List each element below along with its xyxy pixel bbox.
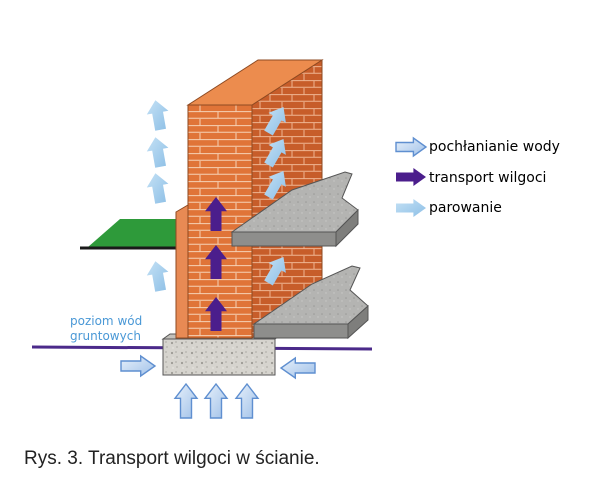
moisture-transport-arrow bbox=[205, 197, 227, 231]
absorption-arrow bbox=[173, 382, 199, 419]
evaporation-arrow bbox=[146, 137, 169, 168]
evaporation-arrow bbox=[264, 171, 286, 200]
groundwater-label-line2: gruntowych bbox=[70, 329, 141, 343]
legend: pochłanianie wody transport wilgoci paro… bbox=[395, 136, 560, 217]
groundwater-label: poziom wód gruntowych bbox=[70, 314, 142, 343]
evaporation-arrow bbox=[146, 173, 169, 204]
legend-icons bbox=[395, 136, 428, 217]
moisture-transport-arrow bbox=[205, 245, 227, 279]
absorption-arrows bbox=[120, 354, 316, 419]
absorption-arrow bbox=[120, 354, 157, 378]
moisture-transport-arrows bbox=[205, 197, 227, 331]
evaporation-arrows bbox=[146, 100, 286, 292]
evaporation-arrow bbox=[264, 139, 286, 168]
figure-caption: Rys. 3. Transport wilgoci w ścianie. bbox=[24, 448, 320, 469]
moisture-transport-arrow-icon bbox=[396, 168, 426, 186]
evaporation-arrow bbox=[146, 100, 169, 131]
evaporation-arrow bbox=[264, 107, 286, 136]
ground-surface bbox=[80, 219, 184, 250]
legend-label-transport: transport wilgoci bbox=[429, 170, 546, 186]
evaporation-arrow bbox=[264, 257, 286, 286]
upper-floor-slab bbox=[230, 171, 359, 248]
evaporation-arrow-icon bbox=[396, 199, 426, 217]
absorption-arrow bbox=[234, 382, 260, 419]
groundwater-label-line1: poziom wód bbox=[70, 314, 142, 328]
evaporation-arrow bbox=[146, 261, 169, 292]
absorption-arrow bbox=[279, 356, 316, 380]
legend-label-evaporation: parowanie bbox=[429, 200, 502, 216]
legend-label-absorption: pochłanianie wody bbox=[429, 139, 560, 155]
foundation-block bbox=[161, 333, 284, 376]
moisture-transport-arrow bbox=[205, 297, 227, 331]
absorption-arrow-icon bbox=[395, 136, 428, 158]
absorption-arrow bbox=[203, 382, 229, 419]
wall-base-plaster bbox=[175, 204, 189, 339]
lower-floor-slab bbox=[252, 265, 369, 340]
